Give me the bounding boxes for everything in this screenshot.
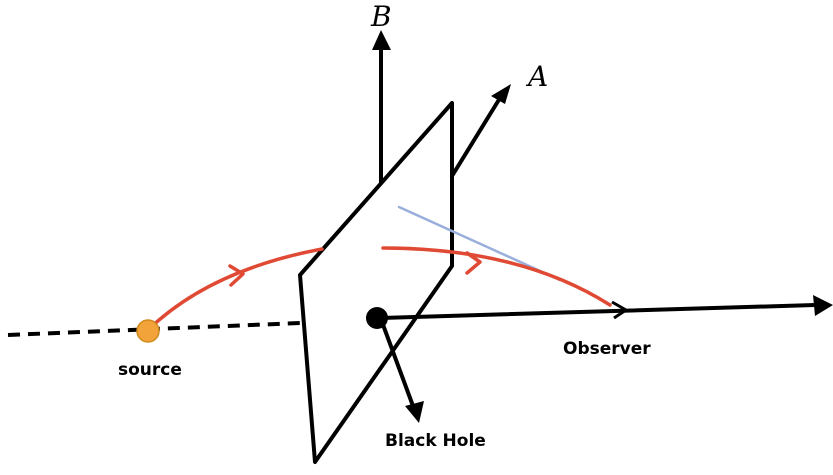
a-axis-arrowhead xyxy=(491,84,511,104)
lens-plane xyxy=(298,101,454,464)
black-hole-pointer-line xyxy=(380,320,415,408)
light-ray-outgoing-arrow xyxy=(465,251,482,275)
light-ray-incoming xyxy=(146,247,324,332)
b-axis-label: B xyxy=(370,0,392,33)
a-axis-label: A xyxy=(525,60,548,93)
optical-axis-line xyxy=(378,303,817,320)
light-ray-incoming-arrow xyxy=(228,264,245,287)
black-hole-label: Black Hole xyxy=(385,431,486,451)
source-label: source xyxy=(118,360,182,380)
observer-marker xyxy=(611,300,628,320)
light-ray-outgoing xyxy=(381,246,612,307)
observer-label: Observer xyxy=(563,339,651,359)
source-point xyxy=(136,319,160,343)
a-axis-line xyxy=(450,96,502,178)
optical-axis-arrowhead xyxy=(813,295,833,316)
b-axis-arrowhead xyxy=(372,30,391,50)
black-hole-pointer-arrowhead xyxy=(405,401,424,423)
